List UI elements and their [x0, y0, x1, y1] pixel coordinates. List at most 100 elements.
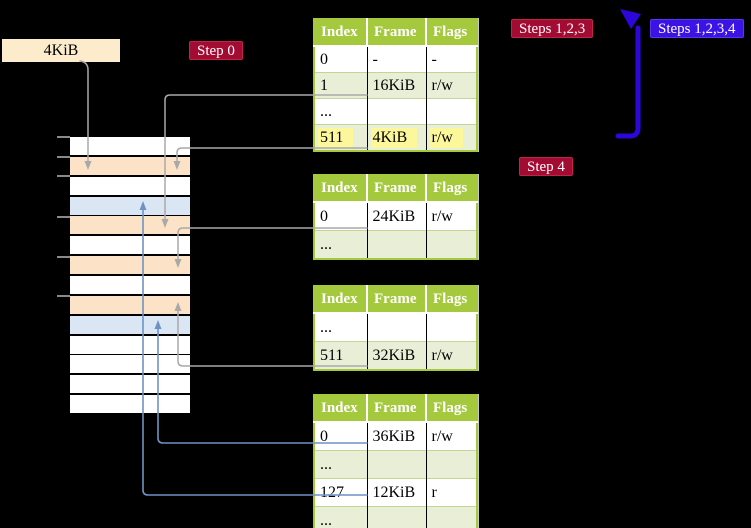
cell-flags: r: [431, 483, 437, 501]
cell-index: 0: [314, 202, 368, 231]
cell-frame: 36KiB: [367, 422, 427, 451]
column-header-flags: Flags: [426, 395, 477, 422]
cell-flags: [426, 451, 477, 479]
column-header-flags: Flags: [426, 175, 477, 202]
column-header-index: Index: [314, 19, 368, 46]
cell-frame: [367, 98, 427, 125]
column-header-index: Index: [314, 175, 368, 202]
table-row: ...: [314, 98, 477, 125]
memory-tick: [57, 175, 70, 177]
cell-index: 511: [314, 341, 368, 370]
table-row: ...: [314, 450, 477, 479]
highlight: 511: [318, 127, 354, 148]
cell-flags: r/w: [431, 207, 453, 225]
cell-frame: [367, 313, 427, 342]
cell-flags: r/w: [431, 76, 453, 94]
memory-frame-row-free: [70, 355, 190, 373]
memory-frame-row-free: [70, 236, 190, 254]
column-header-frame: Frame: [367, 175, 427, 202]
column-header-index: Index: [314, 286, 368, 313]
page-table-1: Index Frame Flags 0 - - 1 16KiB r/w ... …: [313, 18, 478, 152]
column-header-frame: Frame: [367, 286, 427, 313]
cell-flags: -: [431, 50, 437, 68]
memory-tick: [57, 216, 70, 218]
memory-frame-row-free: [70, 336, 190, 354]
memory-tick: [57, 295, 70, 297]
column-header-index: Index: [314, 395, 368, 422]
memory-frame-row-table: [70, 157, 190, 175]
cell-index: 127: [314, 478, 368, 507]
cell-index: ...: [314, 98, 368, 125]
highlight: r/w: [429, 127, 463, 148]
memory-frame-row-page: [70, 197, 190, 215]
cell-frame: [367, 506, 427, 528]
cell-flags: [426, 313, 477, 342]
physical-memory-column: [70, 137, 190, 415]
cell-flags: r/w: [431, 346, 453, 364]
cell-frame: 12KiB: [367, 478, 427, 507]
table-row: 511 32KiB r/w: [314, 341, 477, 370]
memory-frame-row-free: [70, 375, 190, 393]
cell-flags: [426, 99, 477, 125]
cell-index: 511: [314, 124, 368, 151]
table-row: ...: [314, 313, 477, 342]
memory-frame-row-free: [70, 395, 190, 413]
table-row: 0 24KiB r/w: [314, 202, 477, 231]
cell-frame: 32KiB: [367, 341, 427, 370]
cell-flags: [426, 231, 477, 260]
memory-tick: [57, 156, 70, 158]
table-row: 1 16KiB r/w: [314, 72, 477, 99]
column-header-flags: Flags: [426, 19, 477, 46]
memory-frame-row-free: [70, 276, 190, 294]
arrowhead-upleft-icon: [620, 9, 641, 29]
highlight: 4KiB: [370, 127, 418, 148]
cell-index: ...: [314, 313, 368, 342]
cell-index: 0: [314, 46, 368, 73]
arrow-recursive-loop: [615, 9, 641, 139]
page-table-3: Index Frame Flags ... 511 32KiB r/w: [313, 285, 478, 371]
column-header-frame: Frame: [367, 395, 427, 422]
page-table-4: Index Frame Flags 0 36KiB r/w ... 127 12…: [313, 394, 478, 528]
cell-flags: r/w: [431, 427, 453, 445]
step0-label: Step 0: [189, 41, 243, 60]
cell-frame: -: [367, 46, 427, 73]
cell-index: 1: [314, 72, 368, 99]
cell-index: ...: [314, 230, 368, 259]
table-header-row: Index Frame Flags: [314, 286, 477, 313]
table-row: 0 36KiB r/w: [314, 422, 477, 451]
memory-frame-row-table: [70, 296, 190, 314]
cell-frame: [367, 230, 427, 259]
cell-index: ...: [314, 450, 368, 479]
memory-frame-row-table: [70, 256, 190, 274]
cell-frame: 24KiB: [367, 202, 427, 231]
cell-flags: r/w: [426, 125, 477, 152]
steps123-label: Steps 1,2,3: [511, 19, 594, 38]
page-table-2: Index Frame Flags 0 24KiB r/w ...: [313, 174, 478, 260]
table-header-row: Index Frame Flags: [314, 395, 477, 422]
cell-frame: 4KiB: [367, 124, 427, 151]
cell-frame: [367, 450, 427, 479]
table-row: 0 - -: [314, 46, 477, 73]
connector-line: [615, 25, 641, 139]
table-row: ...: [314, 506, 477, 528]
memory-frame-row-free: [70, 177, 190, 195]
column-header-flags: Flags: [426, 286, 477, 313]
table-row: 127 12KiB r: [314, 478, 477, 507]
memory-frame-row-table: [70, 216, 190, 234]
cell-flags: [426, 507, 477, 528]
cell-frame: 16KiB: [367, 72, 427, 99]
memory-tick: [57, 256, 70, 258]
table-row-highlighted: 511 4KiB r/w: [314, 124, 477, 152]
memory-tick: [57, 136, 70, 138]
cell-index: 0: [314, 422, 368, 451]
step4-label: Step 4: [519, 157, 573, 176]
steps1234-label: Steps 1,2,3,4: [650, 19, 744, 38]
table-row: ...: [314, 230, 477, 260]
frame-address-box: 4KiB: [2, 39, 120, 62]
column-header-frame: Frame: [367, 19, 427, 46]
table-header-row: Index Frame Flags: [314, 175, 477, 202]
memory-frame-row-page: [70, 316, 190, 334]
table-header-row: Index Frame Flags: [314, 19, 477, 46]
memory-frame-row-free: [70, 137, 190, 155]
